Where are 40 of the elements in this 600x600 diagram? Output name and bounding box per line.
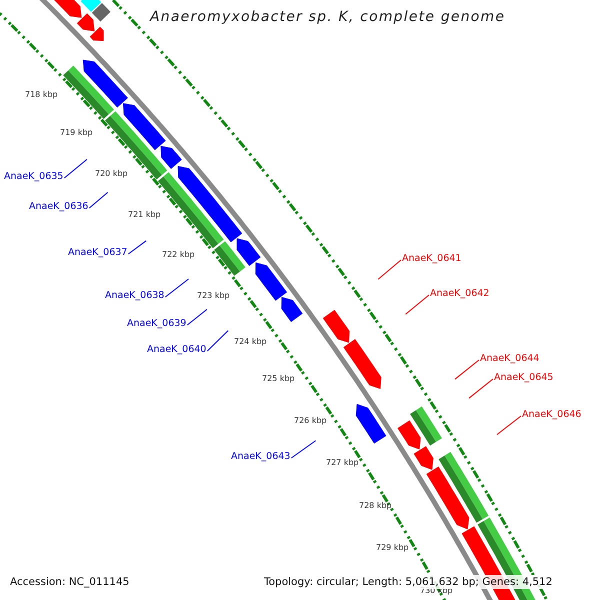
scale-label: 725 kbp	[262, 373, 295, 385]
footer-text: Topology: circular; Length: 5,061,632 bp; Genes: 4,512	[262, 575, 554, 589]
leader-line	[496, 416, 522, 436]
leader-line	[378, 260, 402, 280]
scale-label: 721 kbp	[128, 209, 161, 221]
leader-line	[88, 192, 108, 208]
leader-line	[128, 240, 147, 254]
gene-label: AnaeK_0645	[494, 371, 554, 385]
scale-label: 718 kbp	[25, 89, 58, 101]
leader-line	[405, 294, 430, 315]
diagram-title: Anaeromyxobacter sp. K, complete genome	[150, 10, 506, 24]
gene-label: AnaeK_0644	[480, 352, 540, 366]
scale-label: 729 kbp	[376, 542, 409, 554]
leader-line	[206, 330, 229, 352]
gene-label: AnaeK_0638	[105, 289, 164, 303]
gene-label: AnaeK_0641	[402, 252, 462, 266]
gene-label: AnaeK_0643	[231, 450, 290, 464]
scale-label: 728 kbp	[359, 500, 392, 512]
scale-label: 724 kbp	[234, 336, 267, 348]
scale-label: 722 kbp	[162, 249, 195, 261]
leader-line	[164, 278, 190, 298]
gene-label: AnaeK_0637	[68, 246, 128, 260]
scale-label: 720 kbp	[95, 168, 128, 180]
gene-label: AnaeK_0646	[522, 408, 582, 422]
leader-line	[290, 440, 316, 458]
leader-line	[454, 360, 480, 380]
gene-label: AnaeK_0639	[127, 317, 186, 331]
leader-line	[186, 308, 208, 326]
leader-line	[64, 158, 88, 178]
gene-label: AnaeK_0642	[430, 287, 490, 301]
gene-label: AnaeK_0636	[29, 200, 88, 214]
scale-label: 723 kbp	[197, 290, 230, 302]
scale-label: 730 kbp	[420, 586, 453, 597]
scale-label: 727 kbp	[326, 457, 359, 469]
scale-label: 726 kbp	[294, 415, 327, 427]
gene-label: AnaeK_0640	[147, 343, 206, 357]
scale-label: 719 kbp	[60, 127, 93, 139]
gene-label: AnaeK_0635	[4, 170, 64, 184]
leader-line	[468, 378, 494, 399]
footer-text: Accession: NC_011145	[8, 575, 132, 589]
